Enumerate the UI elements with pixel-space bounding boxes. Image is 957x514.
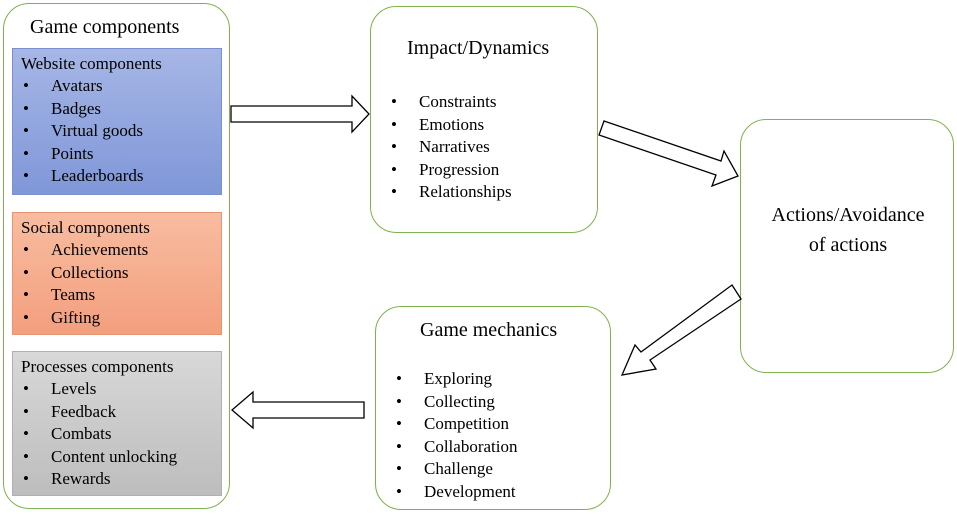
list-item: Rewards [21, 468, 221, 491]
game-mechanics-box: Game mechanics Exploring Collecting Comp… [375, 306, 611, 510]
list-item: Gifting [21, 307, 221, 330]
game-mechanics-title: Game mechanics [420, 319, 558, 341]
list-item: Collections [21, 262, 221, 285]
list-item: Exploring [394, 368, 517, 391]
list-item: Teams [21, 284, 221, 307]
list-item: Collaboration [394, 436, 517, 459]
list-item: Narratives [389, 136, 512, 159]
actions-line-1: Actions/Avoidance [771, 204, 925, 226]
list-item: Avatars [21, 75, 221, 98]
arrow-to-actions [598, 120, 739, 188]
list-item: Feedback [21, 401, 221, 424]
list-item: Content unlocking [21, 446, 221, 469]
arrow-to-mechanics [620, 284, 742, 376]
list-item: Competition [394, 413, 517, 436]
processes-components-title: Processes components [21, 357, 174, 376]
processes-components-list: Levels Feedback Combats Content unlockin… [21, 378, 221, 491]
list-item: Virtual goods [21, 120, 221, 143]
list-item: Challenge [394, 458, 517, 481]
list-item: Relationships [389, 181, 512, 204]
list-item: Badges [21, 98, 221, 121]
list-item: Combats [21, 423, 221, 446]
list-item: Collecting [394, 391, 517, 414]
arrow-to-impact [230, 94, 370, 134]
actions-label: Actions/Avoidance of actions [741, 200, 955, 260]
list-item: Emotions [389, 114, 512, 137]
social-components-panel: Social components Achievements Collectio… [12, 212, 222, 335]
impact-dynamics-list: Constraints Emotions Narratives Progress… [389, 91, 512, 204]
impact-dynamics-box: Impact/Dynamics Constraints Emotions Nar… [370, 6, 598, 233]
social-components-list: Achievements Collections Teams Gifting [21, 239, 221, 329]
website-components-list: Avatars Badges Virtual goods Points Lead… [21, 75, 221, 188]
actions-box: Actions/Avoidance of actions [740, 119, 954, 373]
arrow-to-game-components [231, 390, 365, 430]
game-components-title: Game components [30, 16, 180, 38]
list-item: Progression [389, 159, 512, 182]
list-item: Levels [21, 378, 221, 401]
actions-line-2: of actions [808, 234, 888, 256]
list-item: Achievements [21, 239, 221, 262]
list-item: Constraints [389, 91, 512, 114]
list-item: Development [394, 481, 517, 504]
game-mechanics-list: Exploring Collecting Competition Collabo… [394, 368, 517, 503]
website-components-panel: Website components Avatars Badges Virtua… [12, 48, 222, 195]
social-components-title: Social components [21, 218, 150, 237]
game-components-box: Game components Website components Avata… [3, 3, 230, 509]
list-item: Points [21, 143, 221, 166]
processes-components-panel: Processes components Levels Feedback Com… [12, 351, 222, 496]
website-components-title: Website components [21, 54, 162, 73]
list-item: Leaderboards [21, 165, 221, 188]
impact-dynamics-title: Impact/Dynamics [407, 37, 550, 59]
